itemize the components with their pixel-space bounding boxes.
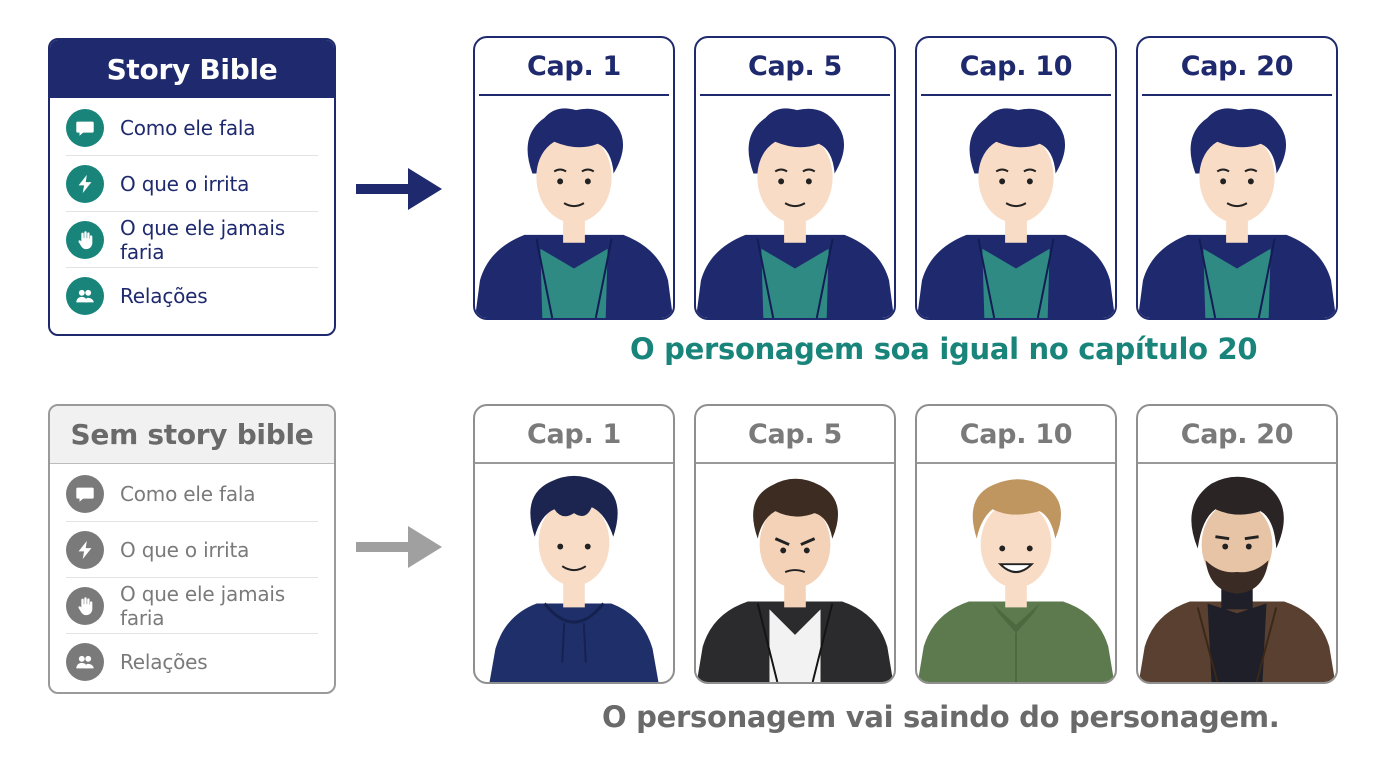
story-bible-list: Como ele fala O que o irrita O que ele j… — [50, 98, 334, 324]
chapter-label: Cap. 1 — [475, 406, 673, 464]
chapter-card: Cap. 20 — [1136, 36, 1338, 320]
hand-stop-icon — [66, 220, 104, 259]
chapter-card: Cap. 5 — [694, 404, 896, 684]
lightning-icon — [66, 164, 104, 203]
chapter-label: Cap. 10 — [921, 38, 1111, 96]
people-icon — [66, 277, 104, 315]
character-portrait — [489, 475, 659, 682]
list-item-jamais-faria: O que ele jamais faria — [66, 578, 318, 634]
no-story-bible-panel: Sem story bible Como ele fala O que o ir… — [48, 404, 336, 694]
list-item-como-ele-fala: Como ele fala — [66, 100, 318, 156]
panel-title: Sem story bible — [50, 406, 334, 464]
list-item-como-ele-fala: Como ele fala — [66, 466, 318, 522]
chapter-label: Cap. 1 — [479, 38, 669, 96]
panel-title: Story Bible — [50, 40, 334, 98]
chapter-label: Cap. 20 — [1142, 38, 1332, 96]
list-item-label: Relações — [120, 650, 208, 674]
consistent-caption: O personagem soa igual no capítulo 20 — [630, 332, 1258, 366]
chapter-card: Cap. 10 — [915, 36, 1117, 320]
people-icon — [66, 643, 104, 681]
list-item-label: O que ele jamais faria — [120, 581, 285, 630]
drifting-caption: O personagem vai saindo do personagem. — [602, 700, 1280, 734]
list-item-label: O que o irrita — [120, 537, 250, 562]
chapter-card: Cap. 10 — [915, 404, 1117, 684]
story-bible-panel: Story Bible Como ele fala O que o irrita… — [48, 38, 336, 336]
chapter-label: Cap. 5 — [696, 406, 894, 464]
character-portrait — [917, 479, 1115, 682]
chapter-card: Cap. 1 — [473, 404, 675, 684]
list-item-relacoes: Relações — [66, 268, 318, 324]
lightning-icon — [66, 530, 104, 569]
character-portrait — [917, 108, 1115, 318]
chapter-label: Cap. 5 — [700, 38, 890, 96]
chapter-label: Cap. 10 — [917, 406, 1115, 464]
character-portrait — [696, 478, 894, 682]
speech-bubble-icon — [66, 474, 104, 513]
list-item-jamais-faria: O que ele jamais faria — [66, 212, 318, 268]
hand-stop-icon — [66, 586, 104, 625]
list-item-label: O que ele jamais faria — [120, 215, 285, 264]
character-portrait — [475, 108, 673, 318]
arrow-right-icon — [356, 526, 442, 568]
character-portrait — [696, 108, 894, 318]
chapter-card: Cap. 1 — [473, 36, 675, 320]
list-item-label: Como ele fala — [120, 115, 256, 140]
chapter-card: Cap. 5 — [694, 36, 896, 320]
list-item-label: Relações — [120, 284, 208, 308]
chapter-card: Cap. 20 — [1136, 404, 1338, 684]
list-item-relacoes: Relações — [66, 634, 318, 690]
list-item-label: O que o irrita — [120, 171, 250, 196]
character-portrait — [1138, 476, 1336, 682]
chapter-label: Cap. 20 — [1138, 406, 1336, 464]
list-item-o-que-o-irrita: O que o irrita — [66, 522, 318, 578]
arrow-right-icon — [356, 168, 442, 210]
list-item-label: Como ele fala — [120, 481, 256, 506]
no-story-bible-list: Como ele fala O que o irrita O que ele j… — [50, 464, 334, 690]
speech-bubble-icon — [66, 108, 104, 147]
list-item-o-que-o-irrita: O que o irrita — [66, 156, 318, 212]
character-portrait — [1138, 108, 1336, 318]
